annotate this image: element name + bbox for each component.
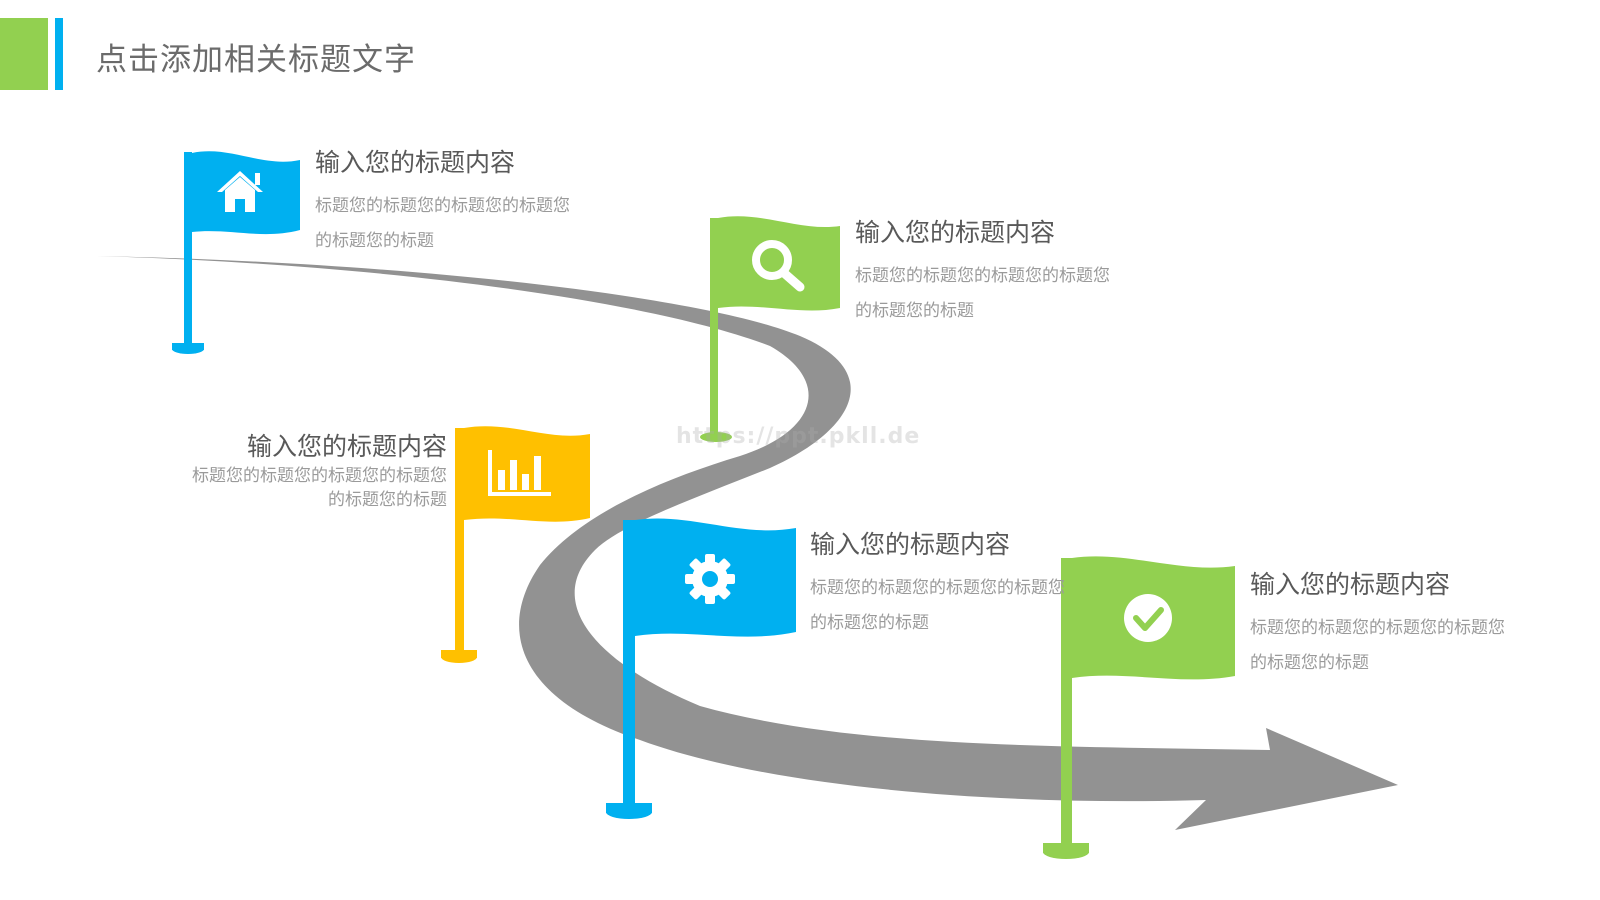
milestone-flag-1 bbox=[172, 151, 300, 354]
flag-5-base-block bbox=[1043, 843, 1089, 853]
milestone-text-3: 输入您的标题内容 标题您的标题您的标题您的标题您的标题您的标题 bbox=[185, 432, 447, 512]
page-title[interactable]: 点击添加相关标题文字 bbox=[96, 42, 416, 78]
milestone-flag-2 bbox=[700, 216, 840, 442]
check-circle-icon bbox=[1124, 594, 1172, 642]
flag-3-pole bbox=[455, 428, 464, 652]
milestone-text-4: 输入您的标题内容 标题您的标题您的标题您的标题您的标题您的标题 bbox=[810, 530, 1072, 641]
flag-1-base-block bbox=[172, 343, 204, 350]
milestone-desc-1[interactable]: 标题您的标题您的标题您的标题您的标题您的标题 bbox=[315, 196, 570, 251]
flag-1-pole bbox=[184, 152, 192, 346]
flag-2-base bbox=[700, 432, 732, 442]
milestone-title-5[interactable]: 输入您的标题内容 bbox=[1250, 570, 1451, 599]
milestone-title-3[interactable]: 输入您的标题内容 bbox=[246, 432, 447, 461]
gear-icon bbox=[685, 554, 735, 604]
watermark: https://ppt.pkll.de bbox=[676, 424, 921, 449]
flag-4-base-block bbox=[606, 803, 652, 813]
milestone-title-1[interactable]: 输入您的标题内容 bbox=[315, 148, 516, 177]
title-accent-bar-green bbox=[0, 18, 48, 90]
milestone-text-5: 输入您的标题内容 标题您的标题您的标题您的标题您的标题您的标题 bbox=[1250, 570, 1520, 681]
bar-chart-icon bbox=[488, 450, 551, 496]
milestone-desc-4[interactable]: 标题您的标题您的标题您的标题您的标题您的标题 bbox=[810, 578, 1065, 633]
flag-3-cloth bbox=[464, 426, 590, 522]
flag-4-pole bbox=[623, 520, 635, 805]
flag-3-base-block bbox=[441, 650, 477, 658]
milestone-desc-5[interactable]: 标题您的标题您的标题您的标题您的标题您的标题 bbox=[1250, 618, 1505, 673]
milestone-title-4[interactable]: 输入您的标题内容 bbox=[810, 530, 1011, 559]
milestone-text-2: 输入您的标题内容 标题您的标题您的标题您的标题您的标题您的标题 bbox=[855, 218, 1125, 329]
milestone-desc-2[interactable]: 标题您的标题您的标题您的标题您的标题您的标题 bbox=[855, 266, 1110, 321]
milestone-flag-5 bbox=[1043, 556, 1235, 859]
milestone-text-1: 输入您的标题内容 标题您的标题您的标题您的标题您的标题您的标题 bbox=[315, 148, 585, 259]
milestone-desc-3[interactable]: 标题您的标题您的标题您的标题您的标题您的标题 bbox=[192, 466, 447, 510]
home-icon bbox=[217, 171, 263, 212]
flag-5-pole bbox=[1061, 558, 1072, 845]
milestone-flag-4 bbox=[606, 518, 796, 819]
milestone-title-2[interactable]: 输入您的标题内容 bbox=[855, 218, 1056, 247]
flag-2-cloth bbox=[718, 216, 840, 311]
milestone-flag-3 bbox=[441, 426, 590, 663]
title-accent-bar-blue bbox=[55, 18, 63, 90]
road-path bbox=[96, 256, 1398, 830]
flag-2-pole bbox=[710, 218, 718, 434]
search-icon bbox=[752, 240, 805, 292]
